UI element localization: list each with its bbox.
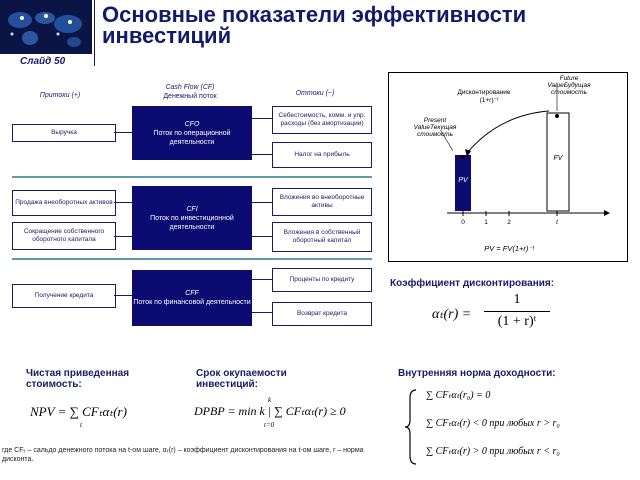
cff-box: CFF Поток по финансовой деятельности xyxy=(132,270,252,326)
cfo-code: CFO xyxy=(184,120,200,128)
cfi-label: Поток по инвестиционной деятельности xyxy=(150,214,234,231)
arrow xyxy=(252,312,272,313)
dpbp-formula: DPBP = min k | ∑ CFₜαₜ(r) ≥ 0 xyxy=(194,404,346,418)
inflow-wc-reduction: Сокращение собственного оборотного капит… xyxy=(12,222,116,250)
fv-bar xyxy=(546,112,570,212)
dpbp-sum-sup: k xyxy=(268,396,272,404)
cashflow-header-en: Cash Flow (CF) xyxy=(165,84,215,91)
arrow xyxy=(252,236,272,237)
dpbp-sum-sub: t=0 xyxy=(264,421,275,429)
arrow xyxy=(252,154,272,155)
slide-number: Слайд 50 xyxy=(20,56,66,67)
npv-formula: NPV = ∑ CFₜαₜ(r) xyxy=(30,404,127,419)
arrow xyxy=(252,202,272,203)
arrow xyxy=(114,236,132,237)
npv-sum-sub: t xyxy=(80,421,82,429)
arrow xyxy=(114,132,132,133)
outflow-fixed-assets: Вложения во внеоборотные активы xyxy=(272,188,372,216)
arrow xyxy=(114,202,132,203)
outflow-interest: Проценты по кредиту xyxy=(272,268,372,292)
fv-point xyxy=(555,114,559,118)
outflows-header: Оттоки (−) xyxy=(295,90,335,97)
present-value-label: Present ValueТекущая стоимость xyxy=(413,117,457,138)
outflow-costs: Себестоимость, комм. и упр. расходы (без… xyxy=(272,106,372,134)
discount-factor: (1+r)⁻ᵗ xyxy=(479,97,499,104)
section-divider xyxy=(12,258,372,260)
pv-bar xyxy=(455,155,471,211)
section-divider xyxy=(12,176,372,178)
npv-title: Чистая приведенная стоимость: xyxy=(26,368,130,390)
discount-curve xyxy=(466,110,550,154)
cff-label: Поток по финансовой деятельности xyxy=(133,299,251,306)
tick-label: t xyxy=(556,219,558,226)
world-map-logo xyxy=(0,0,92,54)
inflows-header: Притоки (+) xyxy=(39,92,81,99)
fraction-bar xyxy=(484,311,550,312)
cfo-box: CFO Поток по операционной деятельности xyxy=(132,106,252,160)
cfi-box: CFI Поток по инвестиционной деятельности xyxy=(132,186,252,250)
outflow-working-capital: Вложения в собственный оборотный капитал xyxy=(272,222,372,252)
pv-formula: PV = FV(1+r)⁻ᵗ xyxy=(484,244,534,253)
discount-label: Дисконтирование xyxy=(457,89,511,96)
footnote: где CFₜ – сальдо денежного потока на t-о… xyxy=(2,447,364,463)
future-value-label: Future ValueБудущая стоимость xyxy=(547,75,591,96)
pv-point xyxy=(461,155,465,159)
arrow xyxy=(252,118,272,119)
cfo-label: Поток по операционной деятельности xyxy=(153,129,231,146)
inflow-asset-sale: Продажа внеоборотных активов xyxy=(12,190,116,216)
fv-bar-label: FV xyxy=(553,155,563,162)
cfi-code: CFI xyxy=(186,205,198,213)
inflow-revenue: Выручка xyxy=(12,124,116,142)
cff-code: CFF xyxy=(185,290,199,297)
outflow-tax: Налог на прибыль xyxy=(272,142,372,168)
header-divider xyxy=(94,0,95,66)
dpbp-title: Срок окупаемости инвестиций: xyxy=(196,368,287,390)
irr-brace xyxy=(404,388,418,466)
outflow-loan-repayment: Возврат кредита xyxy=(272,302,372,326)
irr-line-2: ∑ CFₜαₜ(r) < 0 при любых r > r₀ xyxy=(426,418,560,429)
coef-denominator: (1 + r)ᵗ xyxy=(497,314,537,329)
inflow-loan: Получение кредита xyxy=(12,284,116,308)
coef-title: Коэффициент дисконтирования: xyxy=(390,278,555,289)
irr-line-1: ∑ CFₜαₜ(r₀) = 0 xyxy=(426,390,491,401)
cashflow-header-ru: Денежный поток xyxy=(163,93,217,100)
tick-label: 2 xyxy=(507,219,511,226)
coef-numerator: 1 xyxy=(513,292,521,307)
axis-arrow xyxy=(604,210,610,216)
pv-bar-label: PV xyxy=(458,177,468,184)
page-title: Основные показатели эффективности инвест… xyxy=(102,2,527,48)
arrow xyxy=(252,279,272,280)
irr-line-3: ∑ CFₜαₜ(r) > 0 при любых r < r₀ xyxy=(426,446,560,457)
coef-lhs: αₜ(r) = xyxy=(432,307,472,322)
tick-label: 0 xyxy=(461,219,465,226)
tick-label: 1 xyxy=(484,219,488,226)
arrow xyxy=(114,295,132,296)
pv-diagram: Дисконтирование (1+r)⁻ᵗ Future ValueБуду… xyxy=(388,72,628,262)
irr-title: Внутренняя норма доходности: xyxy=(398,368,556,379)
